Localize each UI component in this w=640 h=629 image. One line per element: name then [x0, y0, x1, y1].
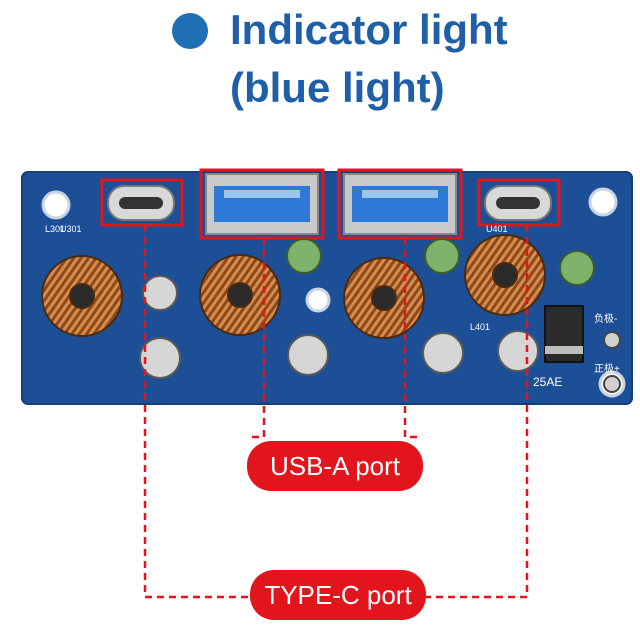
silk-pos: 正极+: [594, 362, 620, 375]
silk-neg: 负极-: [594, 312, 617, 325]
typec-port-right: [484, 185, 552, 221]
silk-u301: U301: [60, 224, 82, 234]
usb-a-leader-lines: [248, 238, 422, 439]
port-highlight-boxes: [100, 168, 561, 240]
silk-u401: U401: [486, 224, 508, 234]
indicator-dot-icon: [172, 13, 208, 49]
silk-25ae: 25AE: [533, 375, 562, 389]
usba-port-left: [205, 173, 319, 235]
usba-port-right: [343, 173, 457, 235]
type-c-leader-lines: [143, 225, 529, 599]
capacitors-green: [286, 238, 595, 286]
silk-l401: L401: [470, 322, 490, 332]
toroid-inductors: [41, 234, 546, 339]
typec-port-left: [107, 185, 175, 221]
title-block: Indicator light (blue light): [0, 0, 640, 120]
silk-l301: L301: [45, 224, 65, 234]
type-c-port-label: TYPE-C port: [250, 570, 426, 620]
title-line-2: (blue light): [230, 64, 445, 111]
power-terminals: [603, 331, 621, 393]
usb-a-port-label: USB-A port: [247, 441, 423, 491]
title-line-1: Indicator light: [230, 6, 508, 53]
